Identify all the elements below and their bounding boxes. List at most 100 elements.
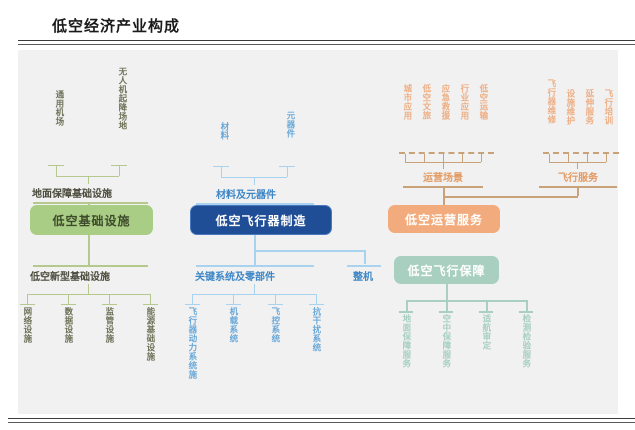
pillar-main-operation-services[interactable]: 低空运营服务 [388, 205, 500, 233]
connector-blue-underline-3 [347, 265, 381, 267]
connector-orange-b-drop-4 [606, 154, 607, 162]
leaf-label-network-facility: 网络设施 [22, 307, 33, 343]
connector-green-underline-2 [33, 265, 148, 267]
connector-teal-leaf-stub-1 [399, 311, 413, 313]
connector-orange-b-down [577, 186, 579, 196]
leaf-label-anti-interference-system: 抗干扰系统 [311, 307, 322, 352]
leaf-label-lowaltitude-tourism: 低空文旅 [421, 84, 432, 120]
diagram-canvas: 通用机场 无人机起降场地 地面保障基础设施 低空基础设施 低空新型基础设施 网络… [18, 50, 619, 414]
connector-green-leaf-stub-3 [102, 304, 117, 305]
connector-blue-to-keysystems [254, 250, 256, 265]
leaf-label-supervision-facility: 监管设施 [104, 307, 115, 343]
page-title: 低空经济产业构成 [52, 19, 181, 35]
leaf-label-uav-takeoff-site: 无人机起降场地 [117, 67, 128, 130]
connector-green-leaf-stub-4 [143, 304, 158, 305]
pillar-main-infrastructure[interactable]: 低空基础设施 [30, 205, 153, 235]
leaf-label-general-airport: 通用机场 [54, 90, 65, 126]
leaf-label-industry-application: 行业应用 [459, 84, 470, 120]
connector-blue-lower-bar [192, 294, 316, 295]
connector-green-bracket-top [56, 176, 119, 177]
connector-orange-merge [443, 196, 578, 198]
leaf-label-flight-training: 飞行培训 [603, 89, 614, 125]
leaf-label-aircraft-powertrain-system: 飞行器动力系统施 [187, 307, 198, 379]
leaf-label-components: 元器件 [285, 111, 296, 138]
group-label-key-systems-and-parts: 关键系统及零部件 [195, 272, 275, 283]
group-label-ground-support-infrastructure: 地面保障基础设施 [32, 189, 112, 200]
leaf-label-data-facility: 数据设施 [63, 307, 74, 343]
connector-teal-drop-4 [526, 300, 528, 311]
connector-blue-bracket-stem [254, 177, 255, 185]
group-label-operation-scenarios: 运营场景 [423, 173, 463, 184]
connector-orange-to-main [443, 196, 445, 208]
pillar-main-flight-assurance-label: 低空飞行保障 [407, 263, 486, 278]
connector-blue-leaf-stub-1 [185, 304, 200, 305]
group-label-materials-and-components: 材料及元器件 [216, 190, 276, 201]
connector-orange-dashbar-a [399, 152, 494, 154]
connector-orange-a-drop-2 [424, 154, 425, 162]
group-label-whole-aircraft: 整机 [353, 272, 373, 283]
pillar-main-infrastructure-label: 低空基础设施 [52, 213, 131, 228]
leaf-label-aircraft-maintenance: 飞行器维修 [546, 79, 557, 124]
connector-green-lower-drop-2 [68, 294, 69, 304]
pillar-main-aircraft-manufacturing-label: 低空飞行器制造 [215, 213, 307, 228]
connector-orange-b-drop-3 [587, 154, 588, 162]
title-divider-top [18, 40, 635, 45]
group-label-new-lowaltitude-infrastructure: 低空新型基础设施 [30, 272, 110, 283]
connector-teal-drop-2 [446, 300, 448, 311]
group-label-flight-services: 飞行服务 [558, 173, 598, 184]
connector-green-underline-1 [33, 202, 148, 204]
leaf-label-energy-infrastructure: 能源基础设施 [145, 307, 156, 361]
connector-orange-a-drop-1 [405, 154, 406, 162]
connector-orange-dashbar-b [543, 152, 619, 154]
pillar-main-operation-services-label: 低空运营服务 [404, 212, 483, 227]
connector-blue-lower-drop-2 [233, 294, 234, 304]
connector-orange-b-stem [577, 162, 578, 169]
connector-orange-a-drop-4 [462, 154, 463, 162]
connector-orange-b-drop-2 [568, 154, 569, 162]
connector-teal-bar [406, 300, 526, 302]
leaf-label-emergency-rescue: 应急救援 [440, 84, 451, 120]
connector-teal-leaf-stub-2 [439, 311, 453, 313]
connector-orange-a-stem [443, 162, 444, 169]
leaf-label-materials: 材料 [219, 122, 230, 140]
leaf-label-facility-maintenance: 设施维护 [565, 89, 576, 125]
connector-blue-underline-2 [196, 265, 314, 267]
leaf-label-airworthiness-certification: 适航审定 [481, 314, 492, 350]
connector-blue-drop-2 [287, 166, 288, 177]
connector-green-leaf-stub-1 [20, 304, 35, 305]
connector-green-lower-drop-1 [27, 294, 28, 304]
connector-blue-split [254, 250, 364, 252]
leaf-label-ground-support-service: 地面保障服务 [401, 314, 412, 368]
connector-orange-a-down [443, 186, 445, 201]
connector-blue-leaf-stub-3 [268, 304, 283, 305]
connector-green-leaf-stub-2 [61, 304, 76, 305]
connector-green-drop-1 [56, 165, 57, 176]
connector-teal-drop-1 [406, 300, 408, 311]
connector-teal-leaf-stub-4 [519, 311, 533, 313]
connector-green-bracket-stem [88, 176, 89, 184]
connector-blue-leaf-stub-4 [309, 304, 324, 305]
connector-blue-lower-drop-4 [316, 294, 317, 304]
connector-green-lower-bar [27, 294, 150, 295]
leaf-label-extended-services: 延伸服务 [584, 89, 595, 125]
leaf-label-air-support-service: 空中保障服务 [441, 314, 452, 368]
connector-green-drop-2 [119, 165, 120, 176]
leaf-label-urban-application: 城市应用 [402, 84, 413, 120]
connector-blue-main-down [254, 235, 256, 250]
connector-teal-drop-3 [486, 300, 488, 311]
connector-teal-leaf-stub-3 [479, 311, 493, 313]
connector-orange-a-drop-5 [481, 154, 482, 162]
connector-blue-lower-stem [254, 284, 255, 294]
pillar-main-aircraft-manufacturing[interactable]: 低空飞行器制造 [190, 205, 332, 235]
pillar-main-flight-assurance[interactable]: 低空飞行保障 [394, 256, 499, 284]
connector-blue-to-whole-aircraft [364, 250, 366, 264]
leaf-label-testing-inspection-service: 检测检验服务 [521, 314, 532, 368]
connector-blue-lower-drop-3 [275, 294, 276, 304]
connector-green-lower-stem [88, 284, 89, 294]
title-divider-bottom [8, 418, 635, 423]
connector-orange-b-drop-1 [549, 154, 550, 162]
connector-blue-lower-drop-1 [192, 294, 193, 304]
connector-green-main-down [88, 235, 90, 265]
leaf-label-flight-control-system: 飞控系统 [270, 307, 281, 343]
